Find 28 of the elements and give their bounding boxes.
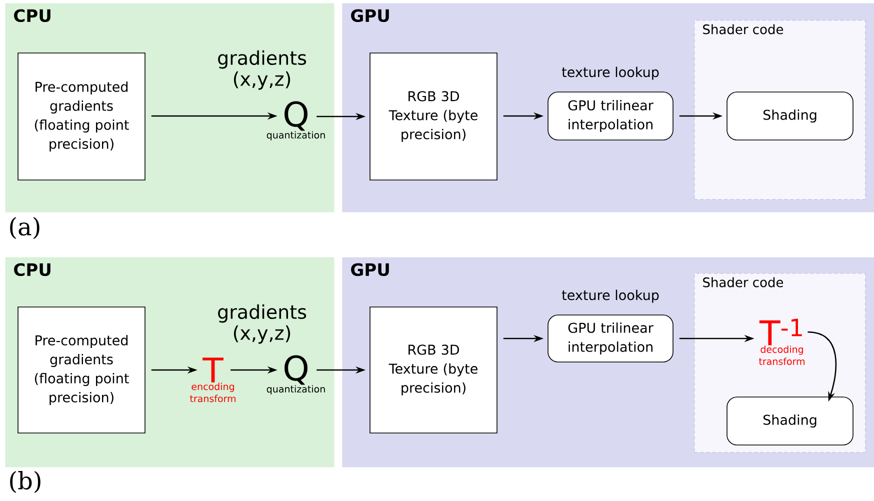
rounded-box: Shading	[726, 396, 854, 446]
process-box: RGB 3D Texture (byte precision)	[370, 52, 498, 180]
node-caption: quantization	[266, 131, 325, 140]
panel-letter: (b)	[10, 471, 40, 493]
symbol-text: T	[202, 358, 224, 382]
label-text: gradients (x,y,z)	[218, 304, 306, 344]
process-box: Pre-computed gradients (floating point precision)	[18, 52, 146, 180]
node-caption: texture lookup	[562, 290, 659, 303]
symbol-text: T$^{-1}$	[759, 318, 802, 346]
region-heading: GPU	[351, 263, 389, 276]
region-heading: Shader code	[703, 24, 784, 34]
rounded-box: GPU trilinear interpolation	[548, 314, 674, 362]
panel-letter: (a)	[10, 217, 40, 239]
rounded-box: Shading	[726, 92, 854, 140]
region-heading: CPU	[14, 9, 50, 22]
process-box: Pre-computed gradients (floating point precision)	[18, 306, 146, 434]
node-caption: quantization	[266, 385, 325, 394]
label-text: gradients (x,y,z)	[218, 50, 306, 90]
symbol-text: Q	[284, 355, 308, 385]
node-caption: encoding transform	[190, 382, 236, 402]
rounded-box: GPU trilinear interpolation	[548, 92, 674, 140]
node-caption: texture lookup	[562, 66, 659, 80]
region-heading: CPU	[14, 263, 50, 276]
node-caption: decoding transform	[758, 346, 804, 365]
region-heading: GPU	[351, 9, 389, 22]
process-box: RGB 3D Texture (byte precision)	[370, 306, 498, 434]
symbol-text: Q	[284, 101, 308, 131]
region-heading: Shader code	[703, 277, 784, 288]
